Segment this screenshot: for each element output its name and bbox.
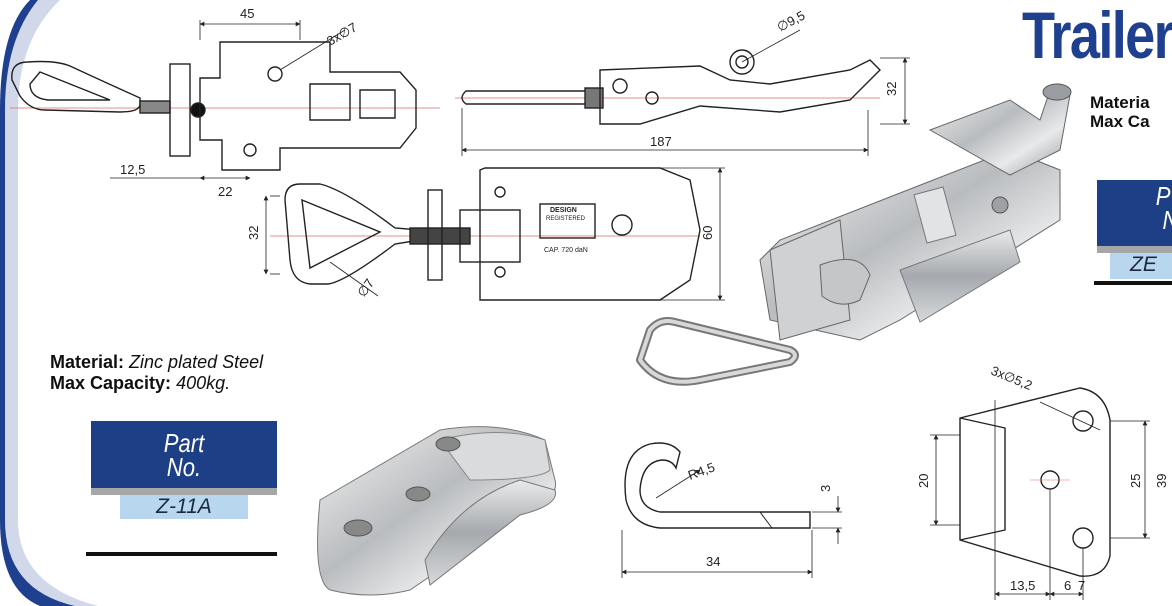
material-value: Zinc plated Steel xyxy=(129,352,264,372)
dim-34: 34 xyxy=(706,554,720,569)
latch-3d-render xyxy=(636,83,1072,386)
latch-top-view xyxy=(10,20,440,181)
dim-187: 187 xyxy=(650,134,672,149)
dim-20: 20 xyxy=(916,474,931,488)
capacity-label: Max Capacity: xyxy=(50,373,172,393)
part-left-code: Z-11A xyxy=(120,495,248,519)
dim-45: 45 xyxy=(240,6,254,21)
latch-front-view xyxy=(263,167,725,301)
dim-3x7: 3x∅7 xyxy=(324,19,359,48)
stamp-cap: CAP. 720 daN xyxy=(544,247,588,254)
dim-39: 39 xyxy=(1154,474,1169,488)
dim-13-5: 13,5 xyxy=(1010,578,1035,593)
stamp-design: DESIGN xyxy=(550,207,577,214)
material-label: Material: xyxy=(50,352,125,372)
part-left-divider xyxy=(91,488,277,495)
spec-left: Material: Zinc plated Steel Max Capacity… xyxy=(50,352,263,394)
dim-7: 7 xyxy=(1078,578,1085,593)
capacity-value: 400kg. xyxy=(176,373,231,393)
dim-7-front: ∅7 xyxy=(354,276,377,300)
part-left-line2: No. xyxy=(166,452,202,482)
dim-60: 60 xyxy=(700,226,715,240)
part-right-code: ZE xyxy=(1110,253,1172,279)
part-right-underline xyxy=(1094,281,1172,285)
dim-hole-9-5: ∅9,5 xyxy=(774,8,807,35)
stamp-registered: REGISTERED xyxy=(546,216,586,222)
part-box-left: Part No. xyxy=(91,421,277,488)
dim-32-side: 32 xyxy=(884,82,899,96)
spec-right-material: Materia xyxy=(1090,93,1150,112)
dim-12-5: 12,5 xyxy=(120,162,145,177)
part-box-right: P N xyxy=(1097,180,1172,246)
part-right-divider xyxy=(1097,246,1172,253)
part-left-line1: Part xyxy=(163,428,205,458)
part-left-underline xyxy=(86,552,277,556)
spec-left-capacity: Max Capacity: 400kg. xyxy=(50,373,263,394)
spec-right-capacity: Max Ca xyxy=(1090,112,1150,131)
dim-25: 25 xyxy=(1128,474,1143,488)
dim-r4-5: R4,5 xyxy=(686,459,717,482)
spec-right: Materia Max Ca xyxy=(1090,93,1150,131)
dim-3x5-2: 3x∅5,2 xyxy=(989,363,1035,393)
plate-3d-render xyxy=(317,426,557,596)
dim-32-front: 32 xyxy=(246,226,261,240)
latch-side-view xyxy=(455,29,910,156)
dim-22: 22 xyxy=(218,184,232,199)
plate-drawing xyxy=(930,387,1150,600)
spec-left-material: Material: Zinc plated Steel xyxy=(50,352,263,373)
page-title: Trailer xyxy=(1022,0,1172,72)
part-right-line2: N xyxy=(1103,207,1172,233)
dim-3-hook: 3 xyxy=(818,485,833,492)
dim-6: 6 xyxy=(1064,578,1071,593)
part-right-line1: P xyxy=(1155,181,1171,211)
hook-drawing xyxy=(621,442,842,578)
